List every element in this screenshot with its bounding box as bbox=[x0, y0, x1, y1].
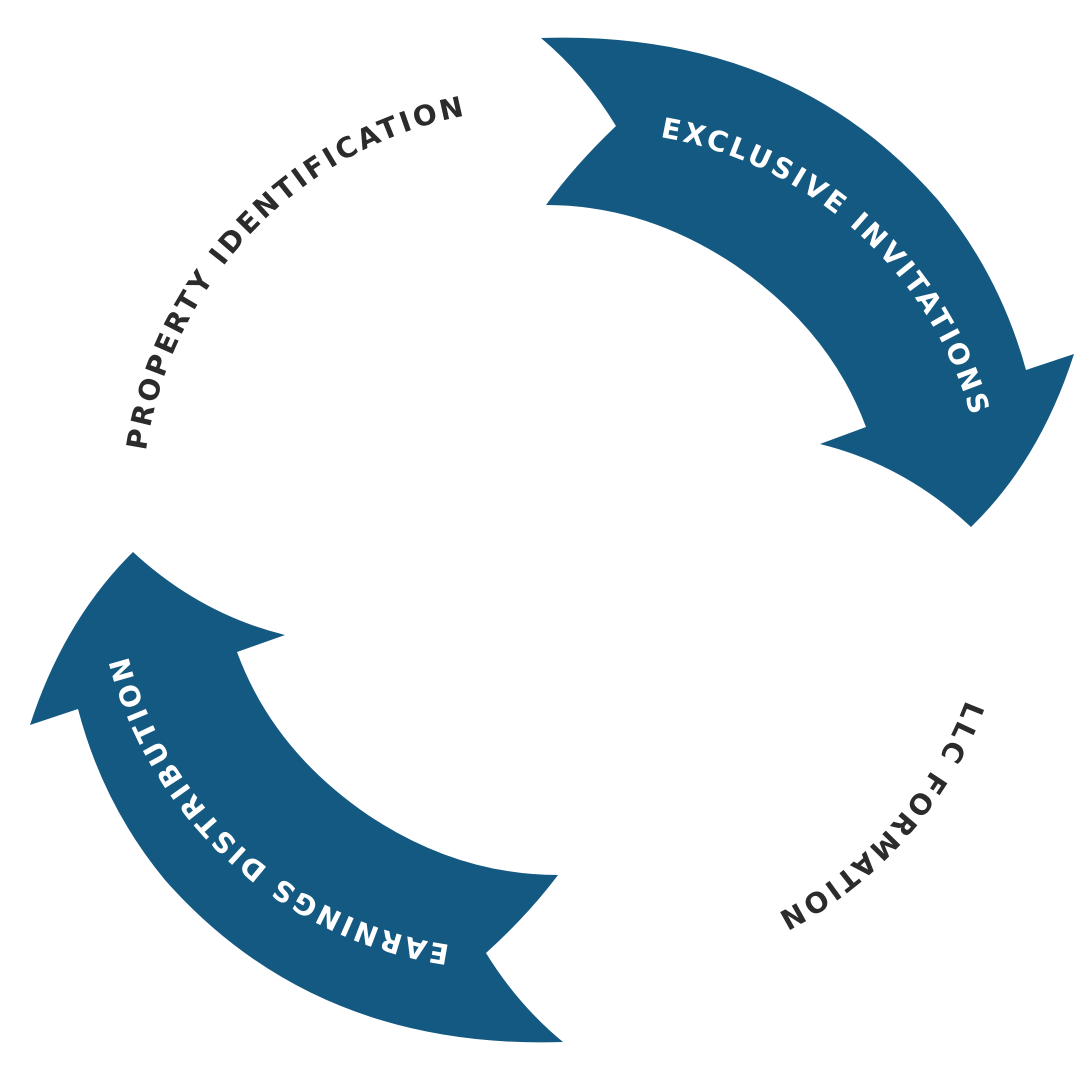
arrow-earnings-distribution bbox=[30, 552, 563, 1043]
label-property-identification: PROPERTY IDENTIFICATION bbox=[120, 89, 469, 452]
label-llc-formation: LLC FORMATION bbox=[772, 697, 990, 937]
arrow-exclusive-invitations bbox=[541, 37, 1074, 528]
